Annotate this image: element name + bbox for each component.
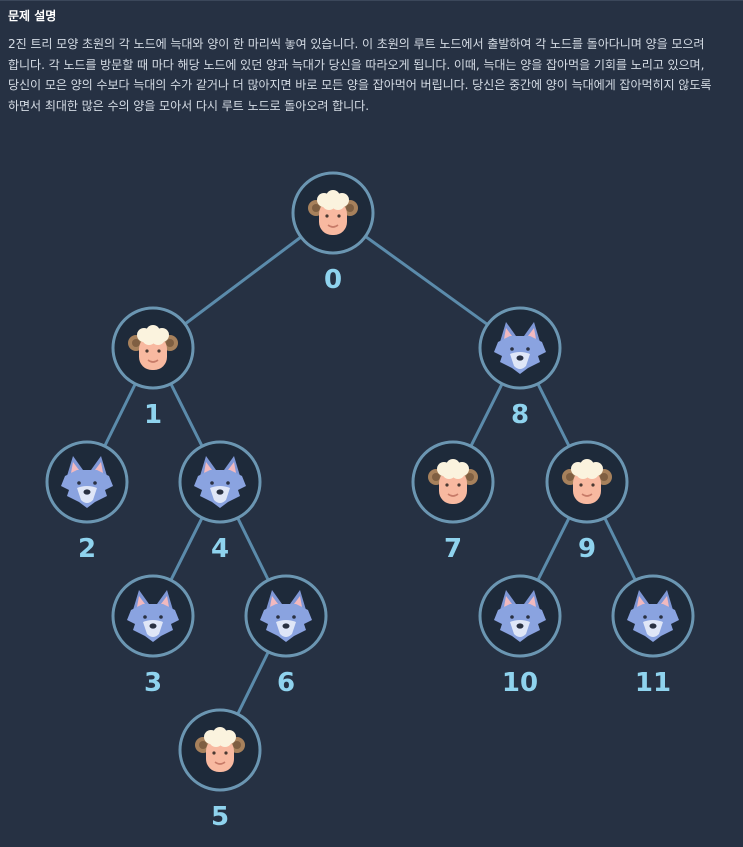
sheep-icon (562, 459, 612, 504)
edge-8-7 (469, 383, 504, 447)
edge-6-5 (236, 651, 270, 715)
tree-node-8: 8 (478, 306, 562, 430)
tree-node-0: 0 (291, 171, 375, 295)
node-label: 4 (211, 534, 229, 564)
top-divider (0, 0, 743, 1)
edge-4-6 (236, 517, 270, 581)
wolf-icon (260, 590, 312, 642)
edge-8-9 (536, 383, 571, 447)
sheep-icon (195, 727, 245, 772)
problem-description: 2진 트리 모양 초원의 각 노드에 늑대와 양이 한 마리씩 놓여 있습니다.… (8, 37, 712, 113)
edge-4-3 (169, 517, 204, 581)
tree-node-9: 9 (545, 440, 629, 564)
tree-node-10: 10 (478, 574, 562, 698)
edge-9-10 (536, 517, 571, 581)
wolf-icon (194, 456, 246, 508)
wolf-icon (61, 456, 113, 508)
wolf-icon (494, 322, 546, 374)
tree-node-5: 5 (178, 708, 262, 832)
node-label: 1 (144, 400, 162, 430)
edge-1-4 (169, 383, 204, 447)
tree-nodes: 0 1 8 2 4 7 9 3 6 10 11 5 (45, 171, 695, 832)
edge-0-1 (184, 235, 302, 326)
node-label: 2 (78, 534, 96, 564)
sheep-icon (308, 190, 358, 235)
section-title: 문제 설명 (8, 9, 57, 23)
tree-node-4: 4 (178, 440, 262, 564)
tree-node-6: 6 (244, 574, 328, 698)
sheep-icon (128, 325, 178, 370)
tree-node-1: 1 (111, 306, 195, 430)
tree-node-3: 3 (111, 574, 195, 698)
node-label: 6 (277, 668, 295, 698)
node-label: 0 (324, 265, 342, 295)
edge-9-11 (603, 517, 637, 581)
node-label: 7 (444, 534, 462, 564)
node-label: 5 (211, 802, 229, 832)
node-label: 8 (511, 400, 529, 430)
sheep-icon (428, 459, 478, 504)
tree-node-11: 11 (611, 574, 695, 698)
wolf-icon (127, 590, 179, 642)
wolf-icon (627, 590, 679, 642)
node-label: 3 (144, 668, 162, 698)
edge-1-2 (103, 383, 137, 447)
tree-node-2: 2 (45, 440, 129, 564)
wolf-icon (494, 590, 546, 642)
node-label: 9 (578, 534, 596, 564)
edge-0-8 (364, 235, 489, 326)
tree-edges (103, 235, 637, 715)
node-label: 10 (502, 668, 538, 698)
binary-tree-diagram: 0 1 8 2 4 7 9 3 6 10 11 5 (45, 171, 695, 832)
tree-node-7: 7 (411, 440, 495, 564)
node-label: 11 (635, 668, 671, 698)
